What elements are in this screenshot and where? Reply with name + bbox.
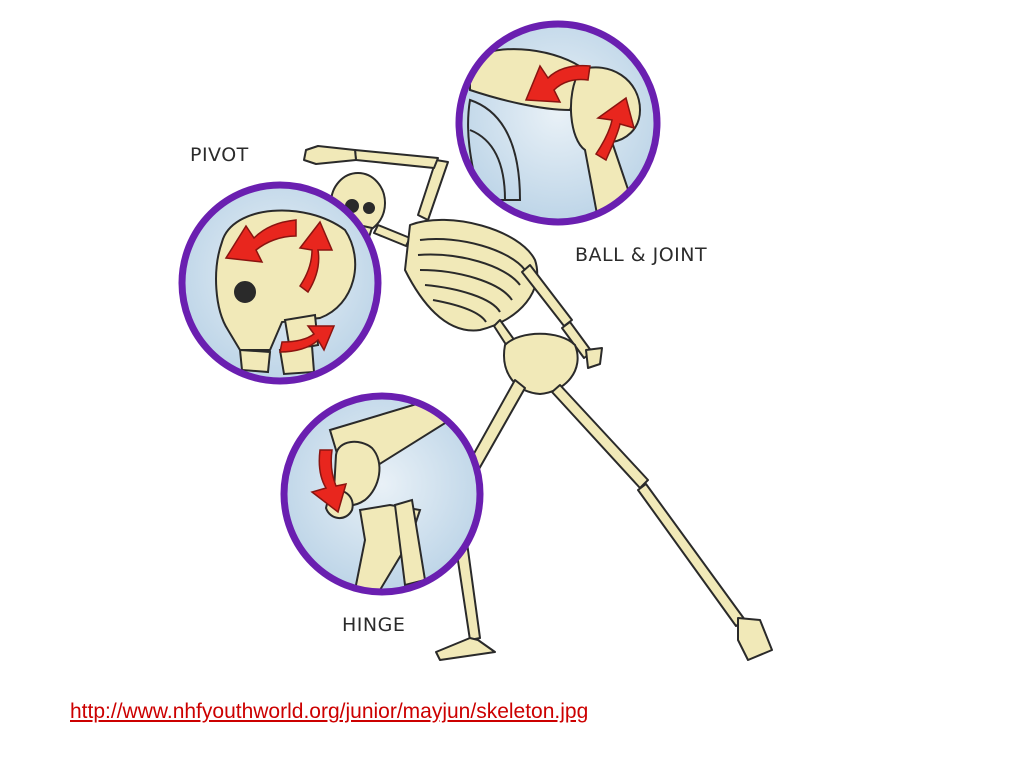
hanging-forearm (561, 321, 593, 359)
right-tibia (637, 483, 746, 627)
pivot-arrows (224, 219, 336, 353)
ribcage (404, 218, 539, 332)
neck (373, 224, 411, 247)
ball-arrow-left-icon (524, 64, 591, 103)
pelvis (503, 332, 579, 395)
skeleton-figure (303, 145, 773, 661)
hinge-arrows (310, 449, 348, 514)
right-foot (737, 617, 773, 661)
pivot-arrow-right-icon (298, 220, 334, 294)
hinge-arrow-icon (310, 449, 348, 514)
hinge-joint-circle (280, 392, 484, 596)
ball-joint-label: BALL & JOINT (575, 244, 708, 266)
hanging-hand (585, 347, 603, 369)
hinge-label: HINGE (342, 614, 406, 636)
raised-upper-arm (417, 159, 449, 221)
pivot-joint-circle (178, 181, 382, 385)
ball-joint-circle (455, 20, 661, 226)
right-femur (551, 384, 649, 489)
pivot-arrow-left-icon (224, 219, 297, 263)
raised-hand (303, 145, 357, 165)
raised-forearm (354, 149, 439, 169)
pivot-label: PIVOT (190, 144, 249, 166)
pivot-arrow-lower-icon (279, 325, 336, 353)
left-foot (435, 637, 496, 661)
ball-arrow-up-icon (594, 96, 636, 162)
source-url-link[interactable]: http://www.nhfyouthworld.org/junior/mayj… (70, 700, 589, 723)
ball-arrows (524, 64, 636, 162)
